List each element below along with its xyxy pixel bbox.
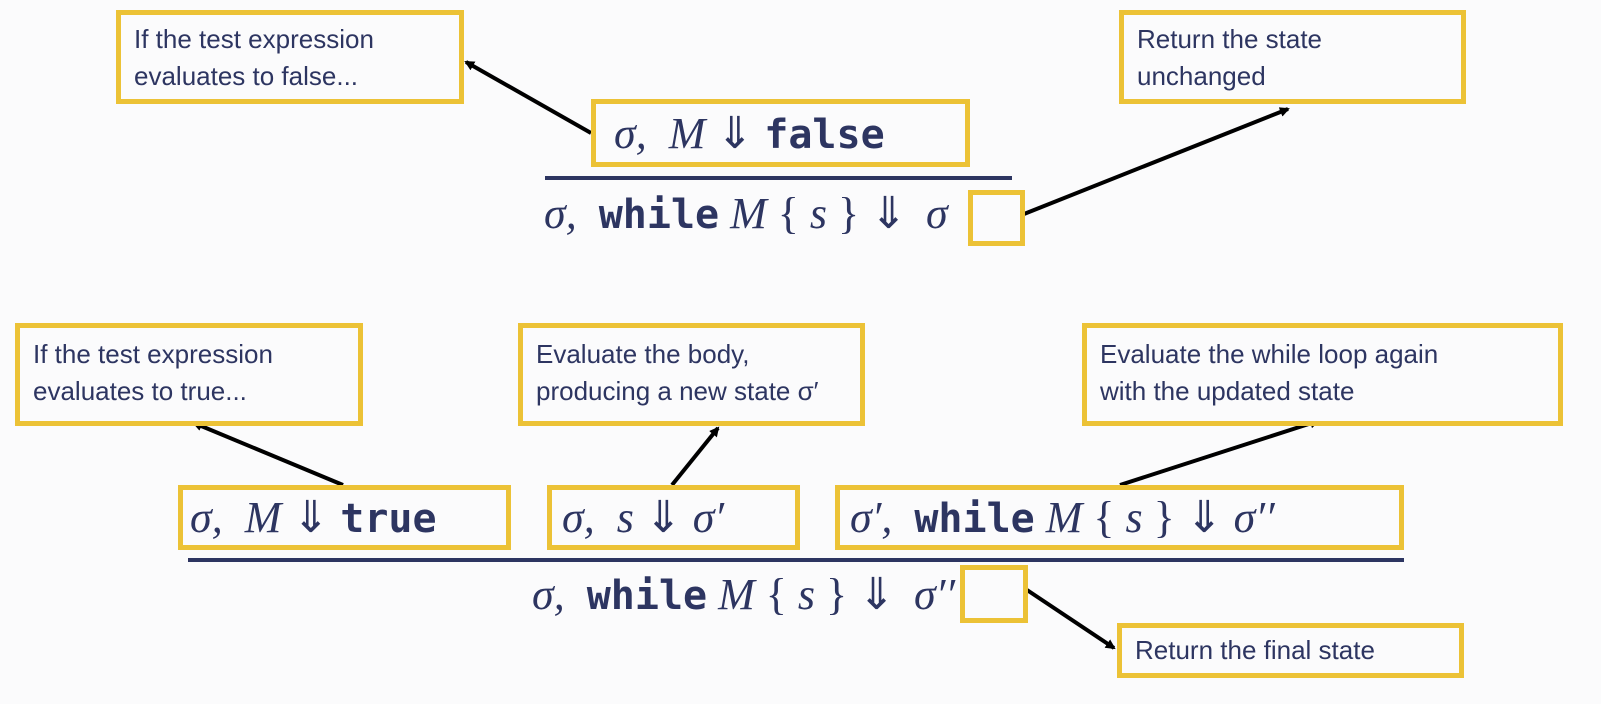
premise-loop: σ′, while M { s } ⇓ σ′′	[850, 488, 1275, 549]
arrow-false-test	[464, 60, 592, 135]
result-true-box	[960, 565, 1028, 623]
expr-M: M	[668, 109, 706, 158]
eval-arrow: ⇓	[1185, 493, 1223, 542]
expr-M: M	[730, 189, 767, 238]
sigma: σ,	[544, 189, 577, 238]
eval-arrow: ⇓	[292, 493, 330, 542]
while-keyword: while	[914, 496, 1035, 542]
result-state: σ′′	[1233, 493, 1275, 542]
stmt-s: s	[616, 493, 634, 542]
rbrace: }	[1153, 493, 1175, 542]
arrow-true-body	[670, 426, 720, 487]
sigma: σ′,	[850, 493, 893, 542]
note-true-body: Evaluate the body, producing a new state…	[518, 323, 865, 426]
premise-loop-box	[835, 485, 1404, 550]
note-line: Return the state	[1137, 24, 1322, 54]
premise-true-box	[178, 485, 511, 550]
lbrace: {	[765, 570, 787, 619]
true-keyword: true	[340, 496, 437, 542]
eval-arrow: ⇓	[858, 570, 896, 619]
inference-line-false	[545, 176, 1012, 180]
expr-M: M	[718, 570, 755, 619]
note-line: producing a new state σ′	[536, 376, 819, 406]
rbrace: }	[838, 189, 860, 238]
inference-line-true	[188, 558, 1404, 562]
note-true-test: If the test expression evaluates to true…	[15, 323, 363, 426]
arrow-true-loop	[1119, 418, 1320, 487]
stmt-s: s	[797, 570, 816, 619]
result-state: σ′′	[914, 570, 955, 619]
result-false-box	[968, 190, 1025, 246]
arrow-true-test	[192, 421, 344, 487]
result-state: σ′	[692, 493, 725, 542]
note-line: with the updated state	[1100, 376, 1355, 406]
note-line: If the test expression	[134, 24, 374, 54]
sigma: σ,	[190, 493, 223, 542]
lbrace: {	[1093, 493, 1115, 542]
rbrace: }	[826, 570, 848, 619]
result-state: σ	[926, 189, 948, 238]
premise-false-box	[591, 99, 970, 167]
note-false-test: If the test expression evaluates to fals…	[116, 10, 464, 104]
false-keyword: false	[764, 112, 885, 158]
eval-arrow: ⇓	[716, 109, 754, 158]
while-keyword: while	[598, 192, 720, 238]
note-false-return: Return the state unchanged	[1119, 10, 1466, 104]
lbrace: {	[777, 189, 799, 238]
note-line: evaluates to false...	[134, 61, 359, 91]
note-line: evaluates to true...	[33, 376, 247, 406]
conclusion-true: σ, while M { s } ⇓ σ′′	[532, 565, 955, 626]
while-keyword: while	[586, 573, 708, 619]
premise-false: σ, M ⇓ false	[614, 104, 885, 165]
premise-body-box	[547, 485, 800, 550]
note-line: unchanged	[1137, 61, 1266, 91]
arrow-true-return	[1025, 588, 1116, 650]
note-line: Evaluate the body,	[536, 339, 750, 369]
note-true-return: Return the final state	[1117, 623, 1464, 678]
arrow-false-return	[1023, 107, 1290, 216]
premise-true: σ, M ⇓ true	[190, 488, 437, 549]
sigma: σ,	[562, 493, 595, 542]
sigma: σ,	[532, 570, 565, 619]
expr-M: M	[1045, 493, 1083, 542]
expr-M: M	[244, 493, 282, 542]
note-line: Return the final state	[1135, 635, 1375, 665]
note-line: If the test expression	[33, 339, 273, 369]
sigma: σ,	[614, 109, 647, 158]
stmt-s: s	[1125, 493, 1143, 542]
eval-arrow: ⇓	[644, 493, 682, 542]
stmt-s: s	[809, 189, 828, 238]
conclusion-false: σ, while M { s } ⇓ σ	[544, 184, 948, 245]
note-line: Evaluate the while loop again	[1100, 339, 1439, 369]
note-true-loop: Evaluate the while loop again with the u…	[1082, 323, 1563, 426]
eval-arrow: ⇓	[870, 189, 908, 238]
premise-body: σ, s ⇓ σ′	[562, 488, 724, 548]
